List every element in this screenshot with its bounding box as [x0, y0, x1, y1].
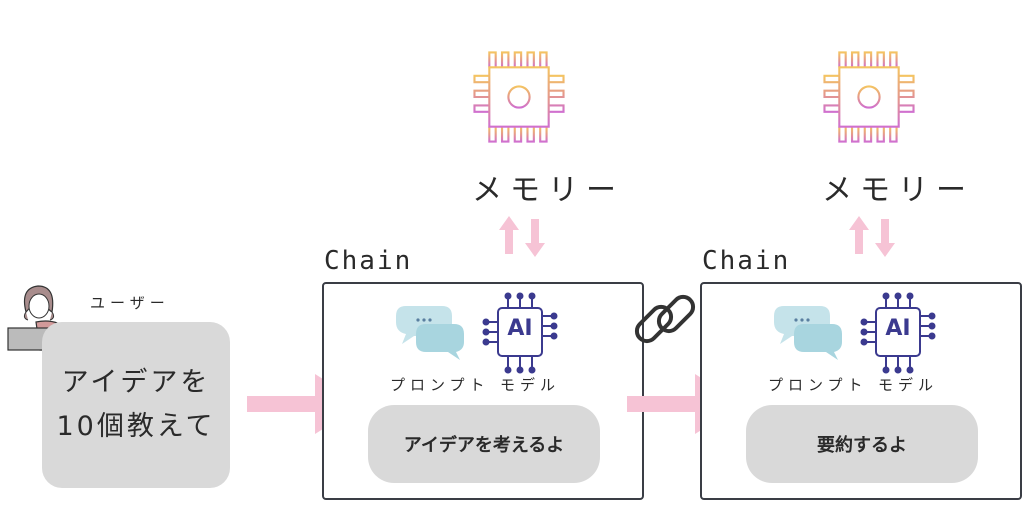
chain-link-icon: [634, 294, 696, 344]
memory-chip-icon: [466, 44, 572, 150]
user-request-box: アイデアを 10個教えて: [42, 322, 230, 488]
memory-chip-icon: [816, 44, 922, 150]
prompt-bubbles-icon: [772, 304, 844, 362]
user-label: ユーザー: [90, 294, 170, 312]
user-request-line1: アイデアを: [61, 367, 211, 398]
model-label: モデル: [878, 376, 939, 394]
memory-label: メモリー: [472, 173, 624, 208]
action-pill: 要約するよ: [746, 405, 978, 483]
updown-arrows-icon: [847, 214, 897, 259]
prompt-label: プロンプト: [768, 376, 868, 394]
model-label: モデル: [500, 376, 561, 394]
ai-chip-text: AI: [507, 316, 533, 341]
chain-label: Chain: [702, 246, 791, 276]
prompt-bubbles-icon: [394, 304, 466, 362]
prompt-label: プロンプト: [390, 376, 490, 394]
action-pill: アイデアを考えるよ: [368, 405, 600, 483]
user-request-line2: 10個教えて: [56, 411, 216, 442]
memory-label: メモリー: [822, 173, 974, 208]
ai-chip-text: AI: [885, 316, 911, 341]
updown-arrows-icon: [497, 214, 547, 259]
chain-label: Chain: [324, 246, 413, 276]
